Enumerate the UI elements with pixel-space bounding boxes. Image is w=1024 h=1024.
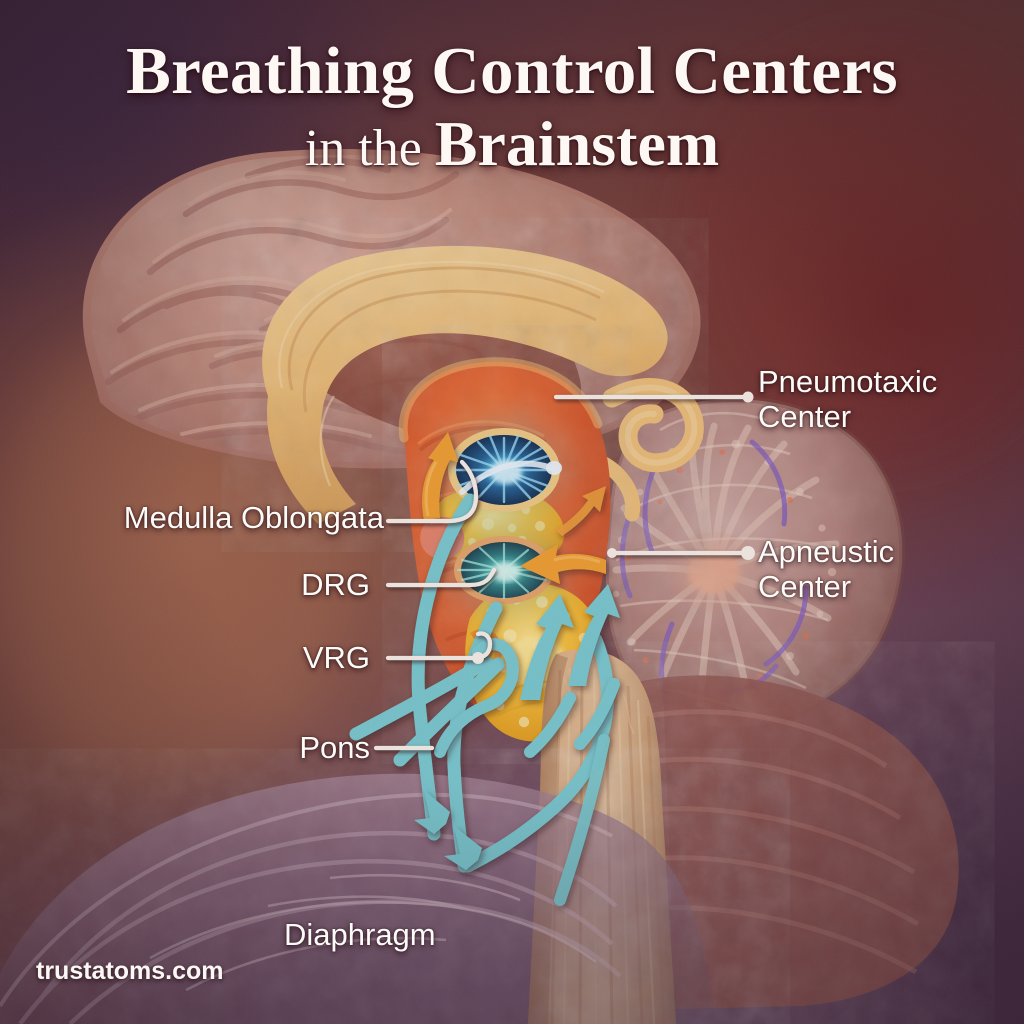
vignette-overlay [0,0,1024,1024]
scene-atmosphere [0,0,1024,1024]
diagram-canvas: Breathing Control Centers in the Brainst… [0,0,1024,1024]
brain-sagittal-illustration [0,0,1024,1024]
